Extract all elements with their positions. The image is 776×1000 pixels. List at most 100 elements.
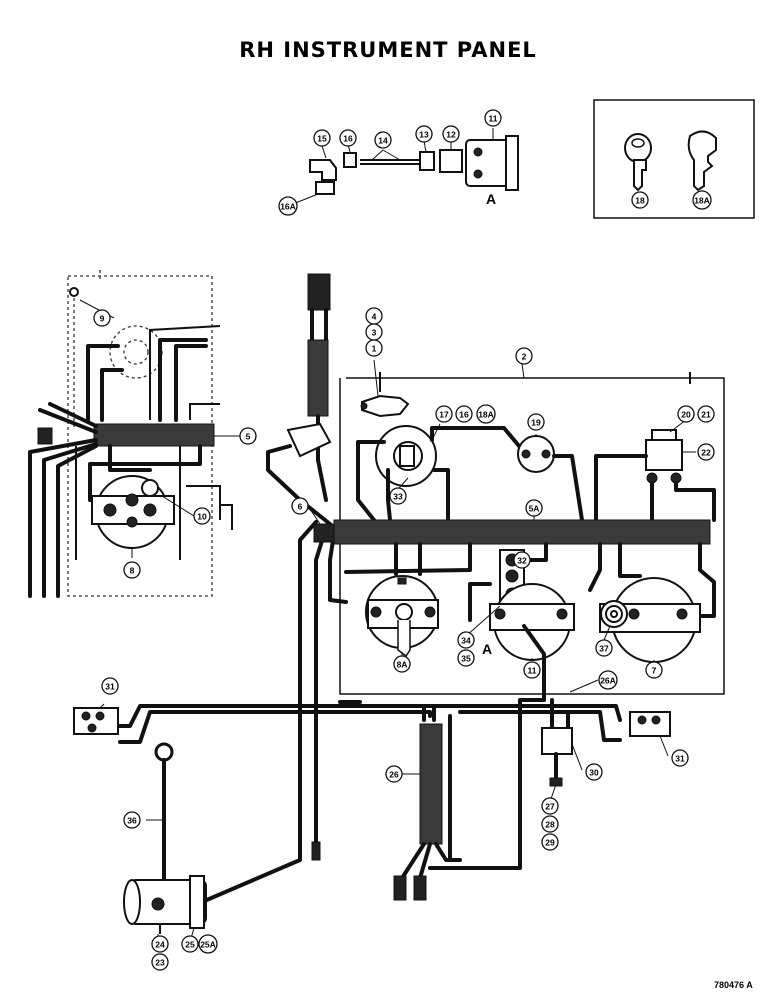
- callout-circle: [677, 405, 695, 423]
- callout-label: 23: [155, 958, 165, 968]
- callout-label: 28: [545, 820, 555, 830]
- callout-label: 26A: [600, 676, 616, 686]
- callout-4: 4: [365, 307, 383, 325]
- callout-16: 16: [339, 129, 357, 147]
- callout-label: 34: [461, 636, 471, 646]
- callout-circle: [457, 649, 475, 667]
- callout-circle: [278, 196, 298, 216]
- callout-circle: [541, 833, 559, 851]
- callout-37: 37: [595, 639, 613, 657]
- callout-label: 31: [105, 682, 115, 692]
- left-panel-view: [28, 270, 233, 598]
- callout-circle: [339, 129, 357, 147]
- callout-circle: [442, 125, 460, 143]
- callout-16a: 16A: [278, 196, 298, 216]
- callout-label: 30: [589, 768, 599, 778]
- callout-circle: [457, 631, 475, 649]
- callout-13: 13: [415, 125, 433, 143]
- callout-18: 18: [631, 191, 649, 209]
- callout-22: 22: [697, 443, 715, 461]
- callout-circle: [697, 443, 715, 461]
- callout-25: 25: [181, 935, 199, 953]
- callout-33: 33: [389, 487, 407, 505]
- callout-circle: [291, 497, 309, 515]
- callout-label: 14: [378, 136, 388, 146]
- callout-label: 6: [298, 502, 303, 512]
- callout-label: 31: [675, 754, 685, 764]
- callout-9: 9: [93, 309, 111, 327]
- callout-circle: [527, 413, 545, 431]
- callout-label: 29: [545, 838, 555, 848]
- callout-1: 1: [365, 339, 383, 357]
- callout-label: 18A: [694, 196, 710, 206]
- callout-label: 4: [372, 312, 377, 322]
- callout-10: 10: [193, 507, 211, 525]
- callout-label: 13: [419, 130, 429, 140]
- callout-21: 21: [697, 405, 715, 423]
- callout-label: 33: [393, 492, 403, 502]
- callout-20: 20: [677, 405, 695, 423]
- callout-circle: [541, 815, 559, 833]
- callout-label: 8: [130, 566, 135, 576]
- callout-label: 21: [701, 410, 711, 420]
- callout-circle: [193, 507, 211, 525]
- callout-circle: [476, 404, 496, 424]
- callout-18a: 18A: [692, 190, 712, 210]
- callout-circle: [598, 670, 618, 690]
- callout-circle: [513, 551, 531, 569]
- callout-17: 17: [435, 405, 453, 423]
- callout-circle: [435, 405, 453, 423]
- callout-label: 18: [635, 196, 645, 206]
- callout-label: 25: [185, 940, 195, 950]
- callout-circle: [123, 811, 141, 829]
- callout-5: 5: [239, 427, 257, 445]
- callout-label: 18A: [478, 410, 494, 420]
- callout-19: 19: [527, 413, 545, 431]
- drawing-code: 780476 A: [714, 980, 753, 990]
- callout-circle: [151, 953, 169, 971]
- callout-circle: [198, 934, 218, 954]
- callout-35: 35: [457, 649, 475, 667]
- callout-label: 10: [197, 512, 207, 522]
- callout-31: 31: [101, 677, 119, 695]
- callout-24: 24: [151, 935, 169, 953]
- callout-7: 7: [645, 661, 663, 679]
- callout-circle: [313, 129, 331, 147]
- callout-18a: 18A: [476, 404, 496, 424]
- callout-circle: [645, 661, 663, 679]
- center-harness: [200, 273, 348, 904]
- callout-circle: [595, 639, 613, 657]
- callout-circle: [93, 309, 111, 327]
- bottom-harness: [73, 698, 671, 934]
- callout-circle: [389, 487, 407, 505]
- callout-circle: [585, 763, 603, 781]
- callout-circle: [415, 125, 433, 143]
- key-inset: [593, 99, 755, 219]
- callout-31: 31: [671, 749, 689, 767]
- callout-28: 28: [541, 815, 559, 833]
- callout-30: 30: [585, 763, 603, 781]
- callout-label: 12: [446, 130, 456, 140]
- callout-label: 32: [517, 556, 527, 566]
- callout-circle: [393, 655, 411, 673]
- callout-label: 19: [531, 418, 541, 428]
- callout-2: 2: [515, 347, 533, 365]
- callout-label: 36: [127, 816, 137, 826]
- callout-circle: [525, 499, 543, 517]
- callout-label: 22: [701, 448, 711, 458]
- callout-34: 34: [457, 631, 475, 649]
- callout-26: 26: [385, 765, 403, 783]
- callout-circle: [385, 765, 403, 783]
- callout-label: 26: [389, 770, 399, 780]
- callout-label: 16A: [280, 202, 296, 212]
- callout-circle: [101, 677, 119, 695]
- callout-label: 20: [681, 410, 691, 420]
- callout-16: 16: [455, 405, 473, 423]
- callout-circle: [181, 935, 199, 953]
- callout-label: 35: [461, 654, 471, 664]
- callout-label: 7: [652, 666, 657, 676]
- callout-6: 6: [291, 497, 309, 515]
- callout-circle: [365, 339, 383, 357]
- callout-14: 14: [374, 131, 392, 149]
